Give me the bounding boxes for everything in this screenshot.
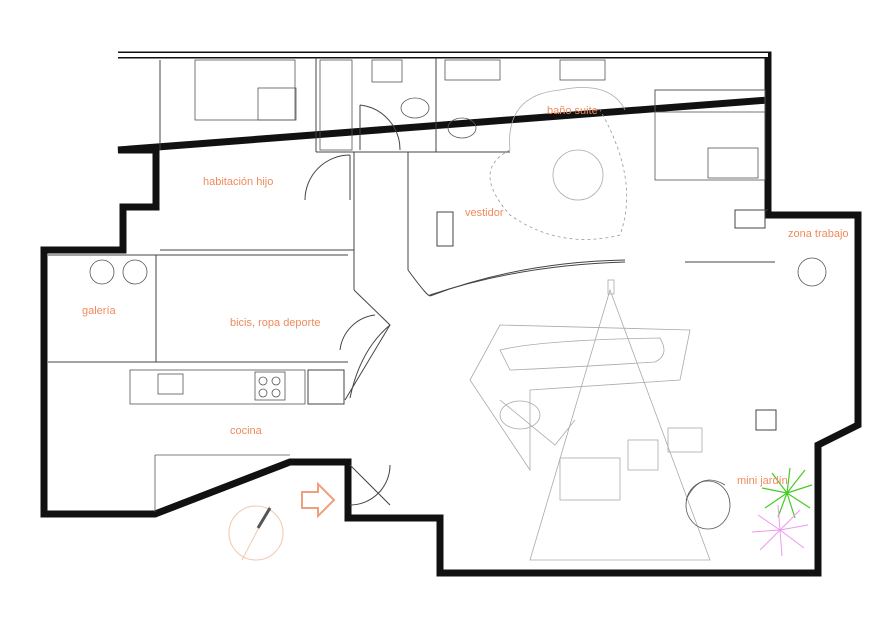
interior-walls [48,58,775,401]
room-label-vestidor: vestidor [465,207,504,219]
mini-garden-plants [751,467,813,557]
pink-plant [751,504,809,557]
entry-arrow-icon [301,481,336,519]
room-label-bicis: bicis, ropa deporte [230,317,321,329]
curved-partitions [349,87,628,399]
room-label-mini-jardin: mini jardín [737,475,788,487]
room-label-galeria: galería [82,305,117,317]
room-label-bano-suite: baño suite [547,105,598,117]
green-plant [761,467,813,519]
room-label-habitacion-hijo: habitación hijo [203,176,273,188]
doors [304,104,401,506]
north-compass-icon [228,505,284,561]
room-label-cocina: cocina [230,425,263,437]
outer-walls [40,51,862,577]
furniture [89,59,827,561]
room-label-zona-trabajo: zona trabajo [788,228,849,240]
